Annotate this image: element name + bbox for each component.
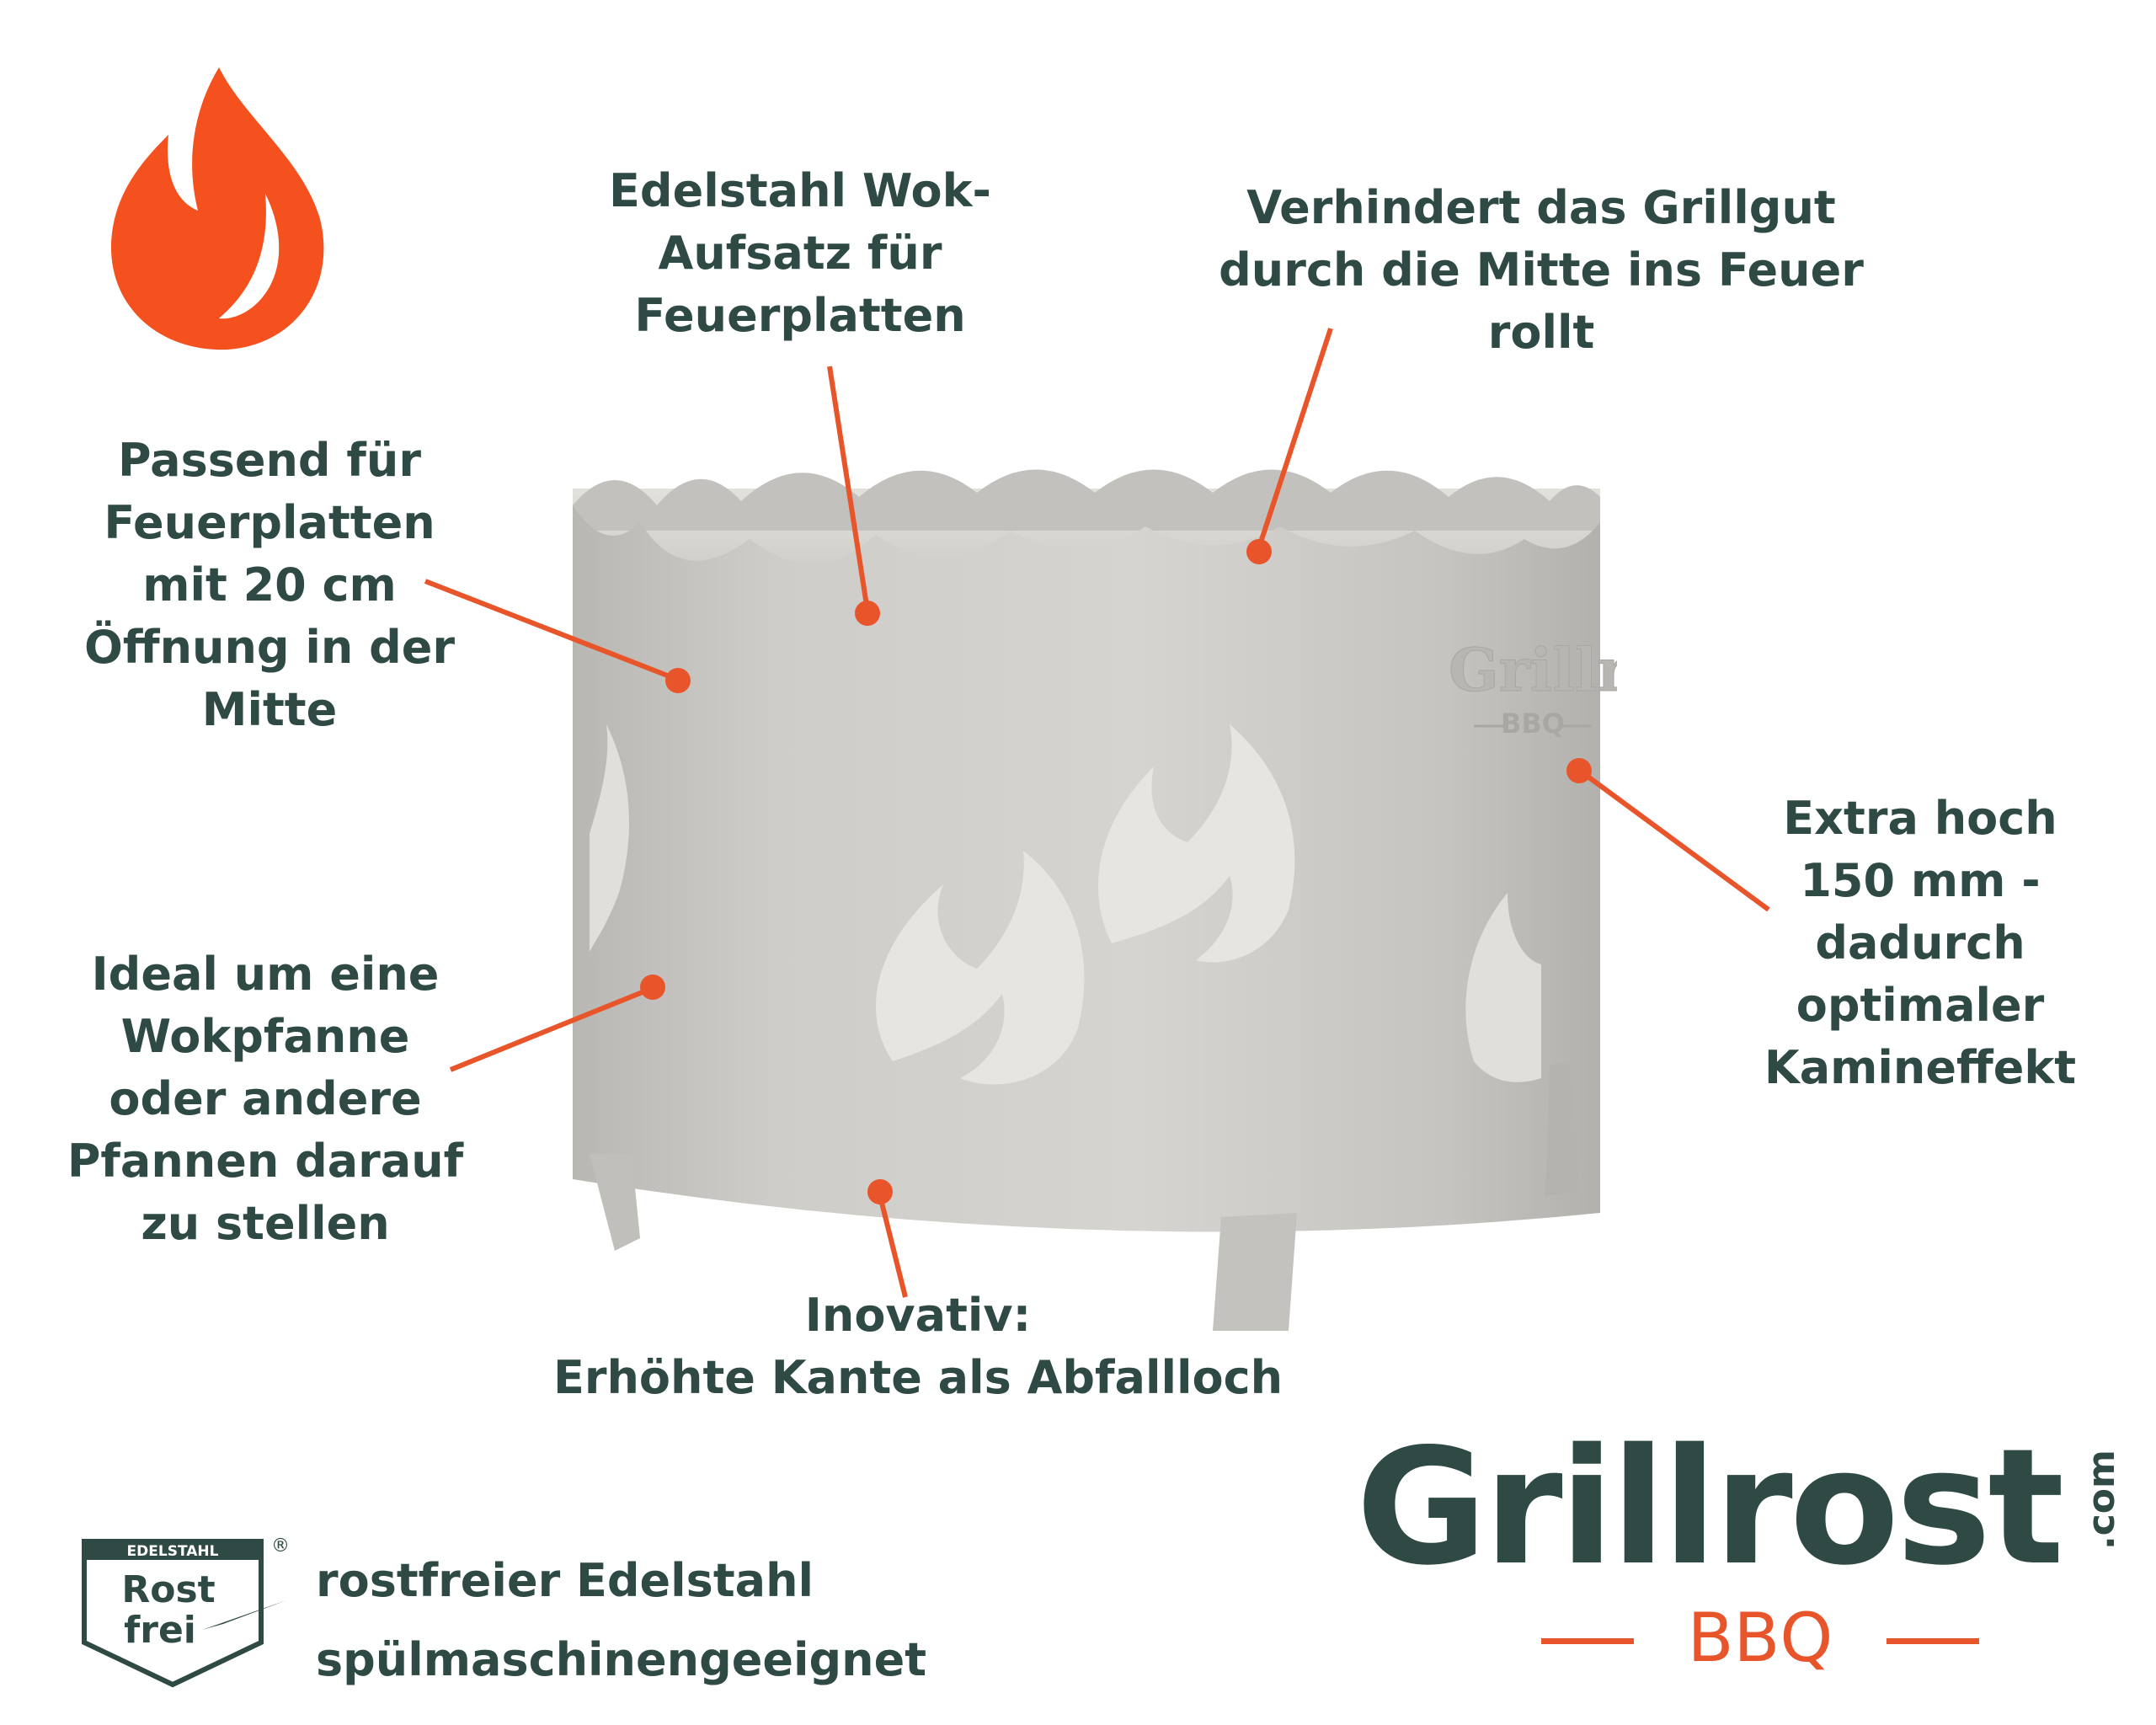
- logo-dash-left: [1541, 1638, 1634, 1644]
- rostfrei-badge-icon: EDELSTAHL ® Rost frei: [82, 1535, 290, 1688]
- feature-rostfrei: rostfreier Edelstahl: [316, 1554, 814, 1607]
- flame-icon: [110, 67, 324, 350]
- feature-list: rostfreier Edelstahl spülmaschinengeeign…: [316, 1541, 926, 1700]
- badge-registered-mark: ®: [271, 1535, 290, 1557]
- callout-passend: Passend für Feuerplatten mit 20 cm Öffnu…: [83, 434, 456, 736]
- leader-grillgut-dot: [1246, 539, 1272, 564]
- leader-ideal-dot: [640, 975, 665, 1000]
- callout-extra-hoch: Extra hoch 150 mm - dadurch optimaler Ka…: [1764, 792, 2077, 1094]
- leader-inovativ-dot: [867, 1179, 893, 1204]
- badge-word-rost: Rost: [121, 1568, 215, 1611]
- callout-ideal: Ideal um eine Wokpfanne oder andere Pfan…: [67, 948, 464, 1250]
- leader-hoch-dot: [1566, 758, 1592, 783]
- brand-logo-name: Grillrost: [1356, 1414, 2064, 1600]
- leader-ideal: [449, 987, 650, 1072]
- feature-spuelmaschine: spülmaschinengeeignet: [316, 1633, 927, 1686]
- leader-hoch: [1582, 771, 1770, 912]
- brand-logo-tld: .com: [2080, 1450, 2123, 1550]
- callout-grillgut: Verhindert das Grillgut durch die Mitte …: [1219, 181, 1864, 359]
- badge-word-frei: frei: [124, 1609, 196, 1652]
- leader-passend: [424, 579, 675, 681]
- badge-top-text: EDELSTAHL: [127, 1543, 219, 1560]
- callout-inovativ: Inovativ: Erhöhte Kante als Abfallloch: [552, 1289, 1283, 1404]
- leader-wok: [827, 366, 870, 611]
- wok-ring-product-image: Grillrost BBQ: [573, 469, 1617, 1331]
- engraving-sub: BBQ: [1501, 708, 1565, 740]
- leader-passend-dot: [665, 668, 691, 693]
- leader-inovativ: [878, 1195, 908, 1298]
- leader-grillgut: [1257, 328, 1333, 548]
- callout-wok-aufsatz: Edelstahl Wok- Aufsatz für Feuerplatten: [609, 164, 991, 342]
- logo-dash-right: [1886, 1638, 1979, 1644]
- engraving-brand: Grillrost: [1449, 635, 1617, 705]
- brand-logo-sub-row: BBQ: [1541, 1600, 1979, 1676]
- brand-logo-sub: BBQ: [1687, 1599, 1833, 1677]
- brand-logo: Grillrost .com BBQ: [1356, 1423, 2139, 1693]
- leader-wok-dot: [855, 601, 880, 626]
